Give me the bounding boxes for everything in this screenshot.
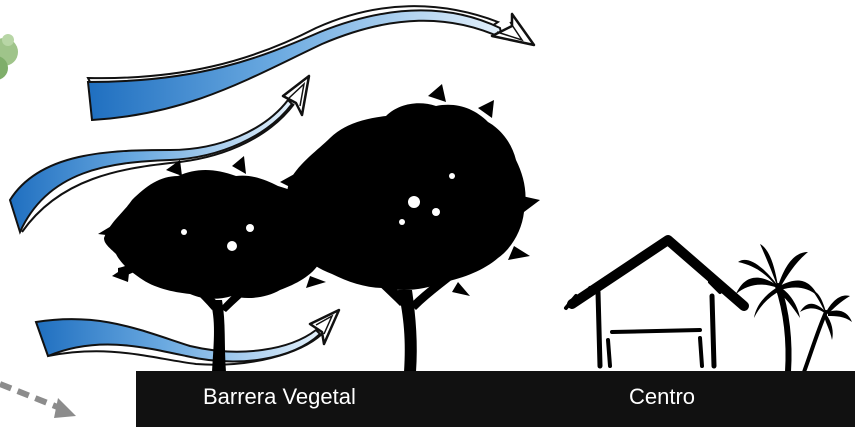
wind-arrow-icon [36, 310, 339, 365]
palm-tree-icon [800, 290, 852, 372]
shrub-icon [0, 34, 18, 80]
center-label: Centro [629, 381, 695, 413]
dashed-arrow-icon [0, 384, 76, 418]
wind-arrow-icon [88, 6, 534, 120]
barrier-label: Barrera Vegetal [203, 381, 356, 413]
hut-icon [566, 240, 744, 366]
